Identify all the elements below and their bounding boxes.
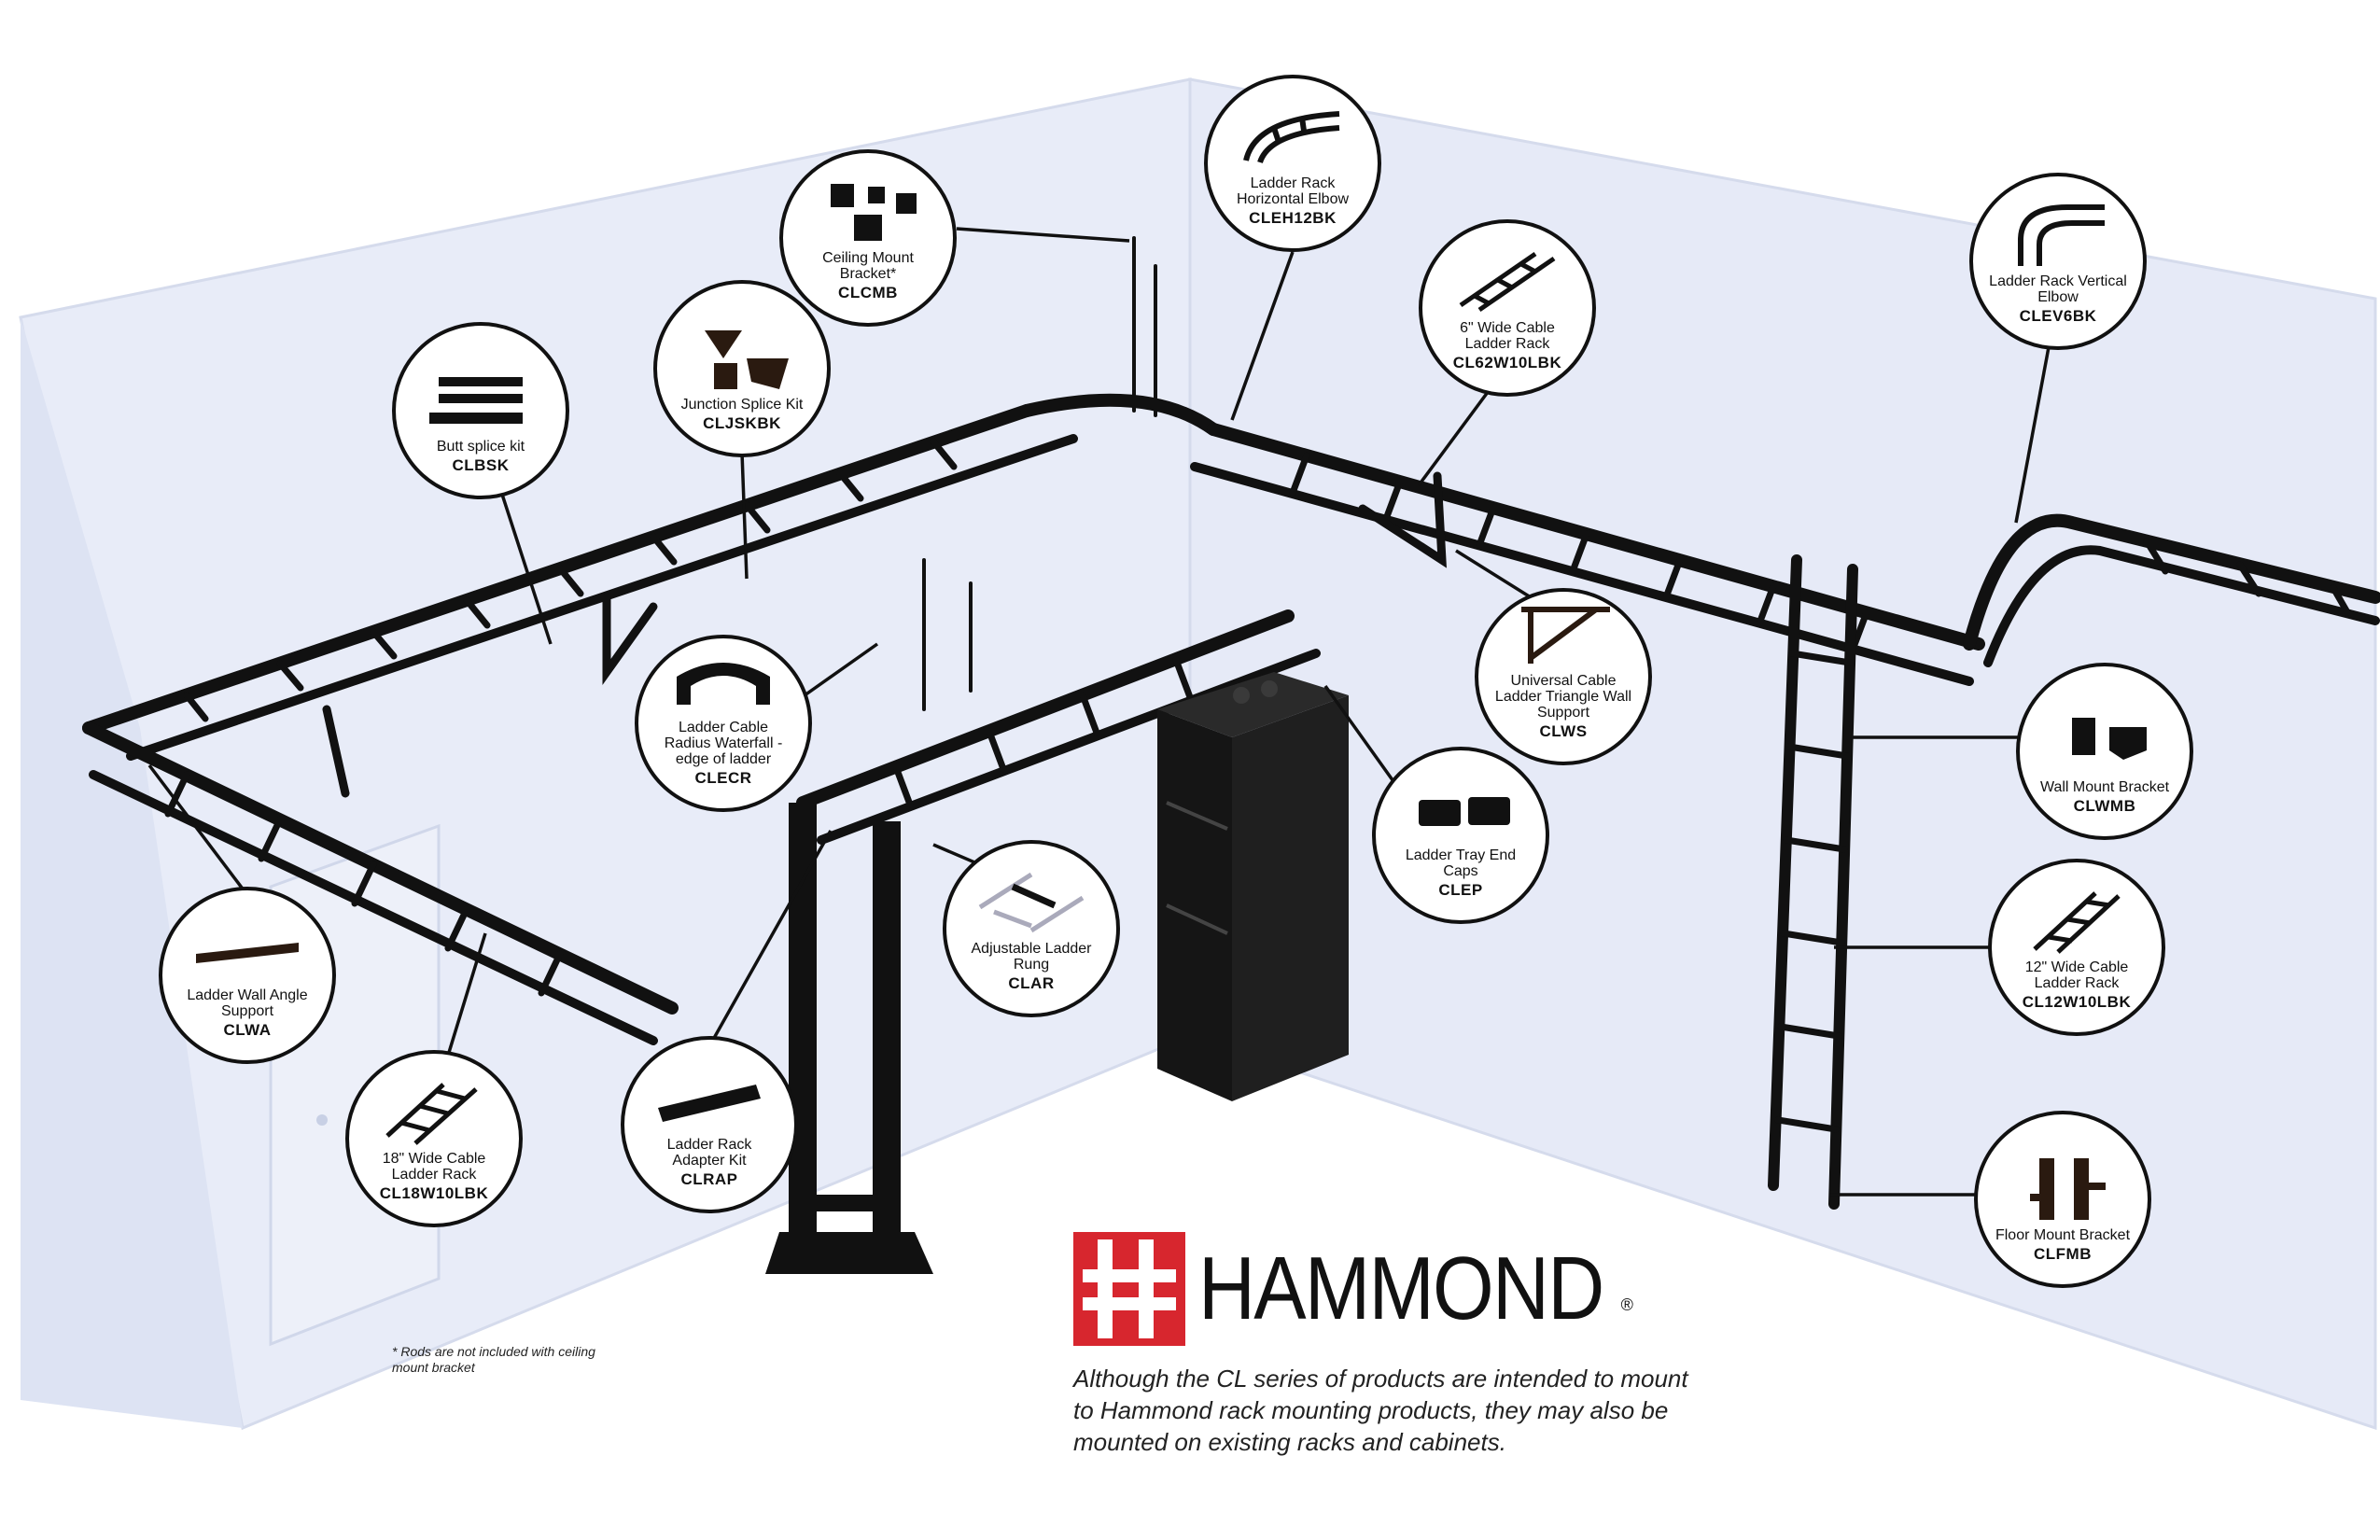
callout-floor-mount-bracket: Floor Mount Bracket CLFMB — [1974, 1111, 2151, 1288]
callout-label: Ladder Wall Angle Support — [187, 987, 308, 1019]
callout-code: CLWS — [1539, 722, 1588, 740]
callout-code: CLWMB — [2073, 797, 2136, 815]
callout-cable-radius-waterfall: Ladder Cable Radius Waterfall - edge of … — [635, 635, 812, 812]
hammond-logo: HAMMOND ® — [1073, 1232, 1633, 1346]
callout-code: CLWA — [223, 1021, 272, 1039]
callout-wall-angle-support: Ladder Wall Angle Support CLWA — [159, 887, 336, 1064]
callout-label: Ladder Tray End Caps — [1405, 847, 1517, 879]
callout-label: Ceiling Mount Bracket* — [822, 250, 914, 282]
callout-label: Ladder Rack Vertical Elbow — [1989, 273, 2127, 305]
callout-code: CLEV6BK — [2019, 307, 2097, 325]
ceiling-mount-bracket-icon — [831, 184, 917, 241]
callout-code: CLJSKBK — [703, 414, 781, 432]
callout-code: CL18W10LBK — [379, 1184, 489, 1202]
floor-mount-bracket-icon — [2030, 1158, 2106, 1220]
callout-12in-ladder-rack: 12" Wide Cable Ladder Rack CL12W10LBK — [1988, 859, 2165, 1036]
triangle-wall-support-icon — [1521, 607, 1610, 664]
ladder-rack-18in-icon — [385, 1083, 478, 1145]
callout-label: Ladder Rack Horizontal Elbow — [1236, 175, 1350, 207]
horizontal-elbow-icon — [1243, 111, 1340, 164]
end-caps-icon — [1419, 797, 1510, 826]
callout-label: Butt splice kit — [436, 439, 525, 455]
callout-label: 12" Wide Cable Ladder Rack — [2024, 959, 2129, 991]
callout-label: Floor Mount Bracket — [1995, 1227, 2131, 1243]
callout-label: 18" Wide Cable Ladder Rack — [382, 1151, 486, 1183]
cabinet — [1157, 672, 1349, 1101]
wall-angle-support-icon — [196, 943, 299, 963]
callout-label: 6" Wide Cable Ladder Rack — [1460, 320, 1555, 352]
callout-label: Ladder Rack Adapter Kit — [666, 1137, 752, 1169]
callout-butt-splice-kit: Butt splice kit CLBSK — [392, 322, 569, 499]
callout-code: CLFMB — [2034, 1245, 2092, 1263]
callout-code: CLRAP — [680, 1170, 738, 1188]
callout-6in-ladder-rack: 6" Wide Cable Ladder Rack CL62W10LBK — [1419, 219, 1596, 397]
callout-code: CL12W10LBK — [2022, 993, 2132, 1011]
callout-junction-splice-kit: Junction Splice Kit CLJSKBK — [653, 280, 831, 457]
registered-mark: ® — [1620, 1295, 1633, 1314]
ladder-rack-6in-icon — [1459, 251, 1556, 313]
callout-code: CLBSK — [452, 456, 510, 474]
callout-horizontal-elbow: Ladder Rack Horizontal Elbow CLEH12BK — [1204, 75, 1381, 252]
cable-radius-waterfall-icon — [677, 663, 770, 705]
callout-adjustable-ladder-rung: Adjustable Ladder Rung CLAR — [943, 840, 1120, 1017]
callout-ceiling-mount-bracket: Ceiling Mount Bracket* CLCMB — [779, 149, 957, 327]
butt-splice-kit-icon — [429, 377, 523, 424]
callout-code: CLEP — [1438, 881, 1483, 899]
wall-mount-bracket-icon — [2072, 718, 2147, 760]
ladder-runs — [82, 236, 2380, 1210]
callout-vertical-elbow: Ladder Rack Vertical Elbow CLEV6BK — [1969, 173, 2147, 350]
callout-label: Ladder Cable Radius Waterfall - edge of … — [664, 720, 783, 767]
callout-rack-adapter-kit: Ladder Rack Adapter Kit CLRAP — [621, 1036, 798, 1213]
callout-code: CLECR — [694, 769, 752, 787]
two-post-rack — [765, 803, 933, 1274]
door-knob — [316, 1114, 328, 1126]
callout-label: Adjustable Ladder Rung — [971, 941, 1092, 973]
brand-name: HAMMOND — [1198, 1239, 1604, 1338]
callout-18in-ladder-rack: 18" Wide Cable Ladder Rack CL18W10LBK — [345, 1050, 523, 1227]
callout-triangle-wall-support: Universal Cable Ladder Triangle Wall Sup… — [1475, 588, 1652, 765]
callout-label: Wall Mount Bracket — [2039, 779, 2170, 795]
right-wall — [1188, 77, 2377, 1431]
tagline: Although the CL series of products are i… — [1073, 1365, 1688, 1456]
junction-splice-kit-icon — [705, 330, 789, 389]
callout-label: Junction Splice Kit — [680, 397, 804, 413]
callout-code: CL62W10LBK — [1452, 354, 1562, 371]
callout-code: CLCMB — [838, 284, 898, 301]
footnote: * Rods are not included with ceiling mou… — [392, 1344, 595, 1375]
left-wall-front — [21, 317, 243, 1428]
callout-label: Universal Cable Ladder Triangle Wall Sup… — [1494, 673, 1632, 721]
callout-end-caps: Ladder Tray End Caps CLEP — [1372, 747, 1549, 924]
rack-adapter-kit-icon — [658, 1085, 761, 1122]
callout-wall-mount-bracket: Wall Mount Bracket CLWMB — [2016, 663, 2193, 840]
ladder-rack-12in-icon — [2033, 891, 2121, 954]
adjustable-ladder-rung-icon — [978, 872, 1085, 933]
callout-code: CLAR — [1008, 974, 1055, 992]
hammond-logo-mark-icon — [1073, 1232, 1185, 1346]
callout-code: CLEH12BK — [1249, 209, 1337, 227]
vertical-elbow-icon — [2018, 204, 2105, 266]
